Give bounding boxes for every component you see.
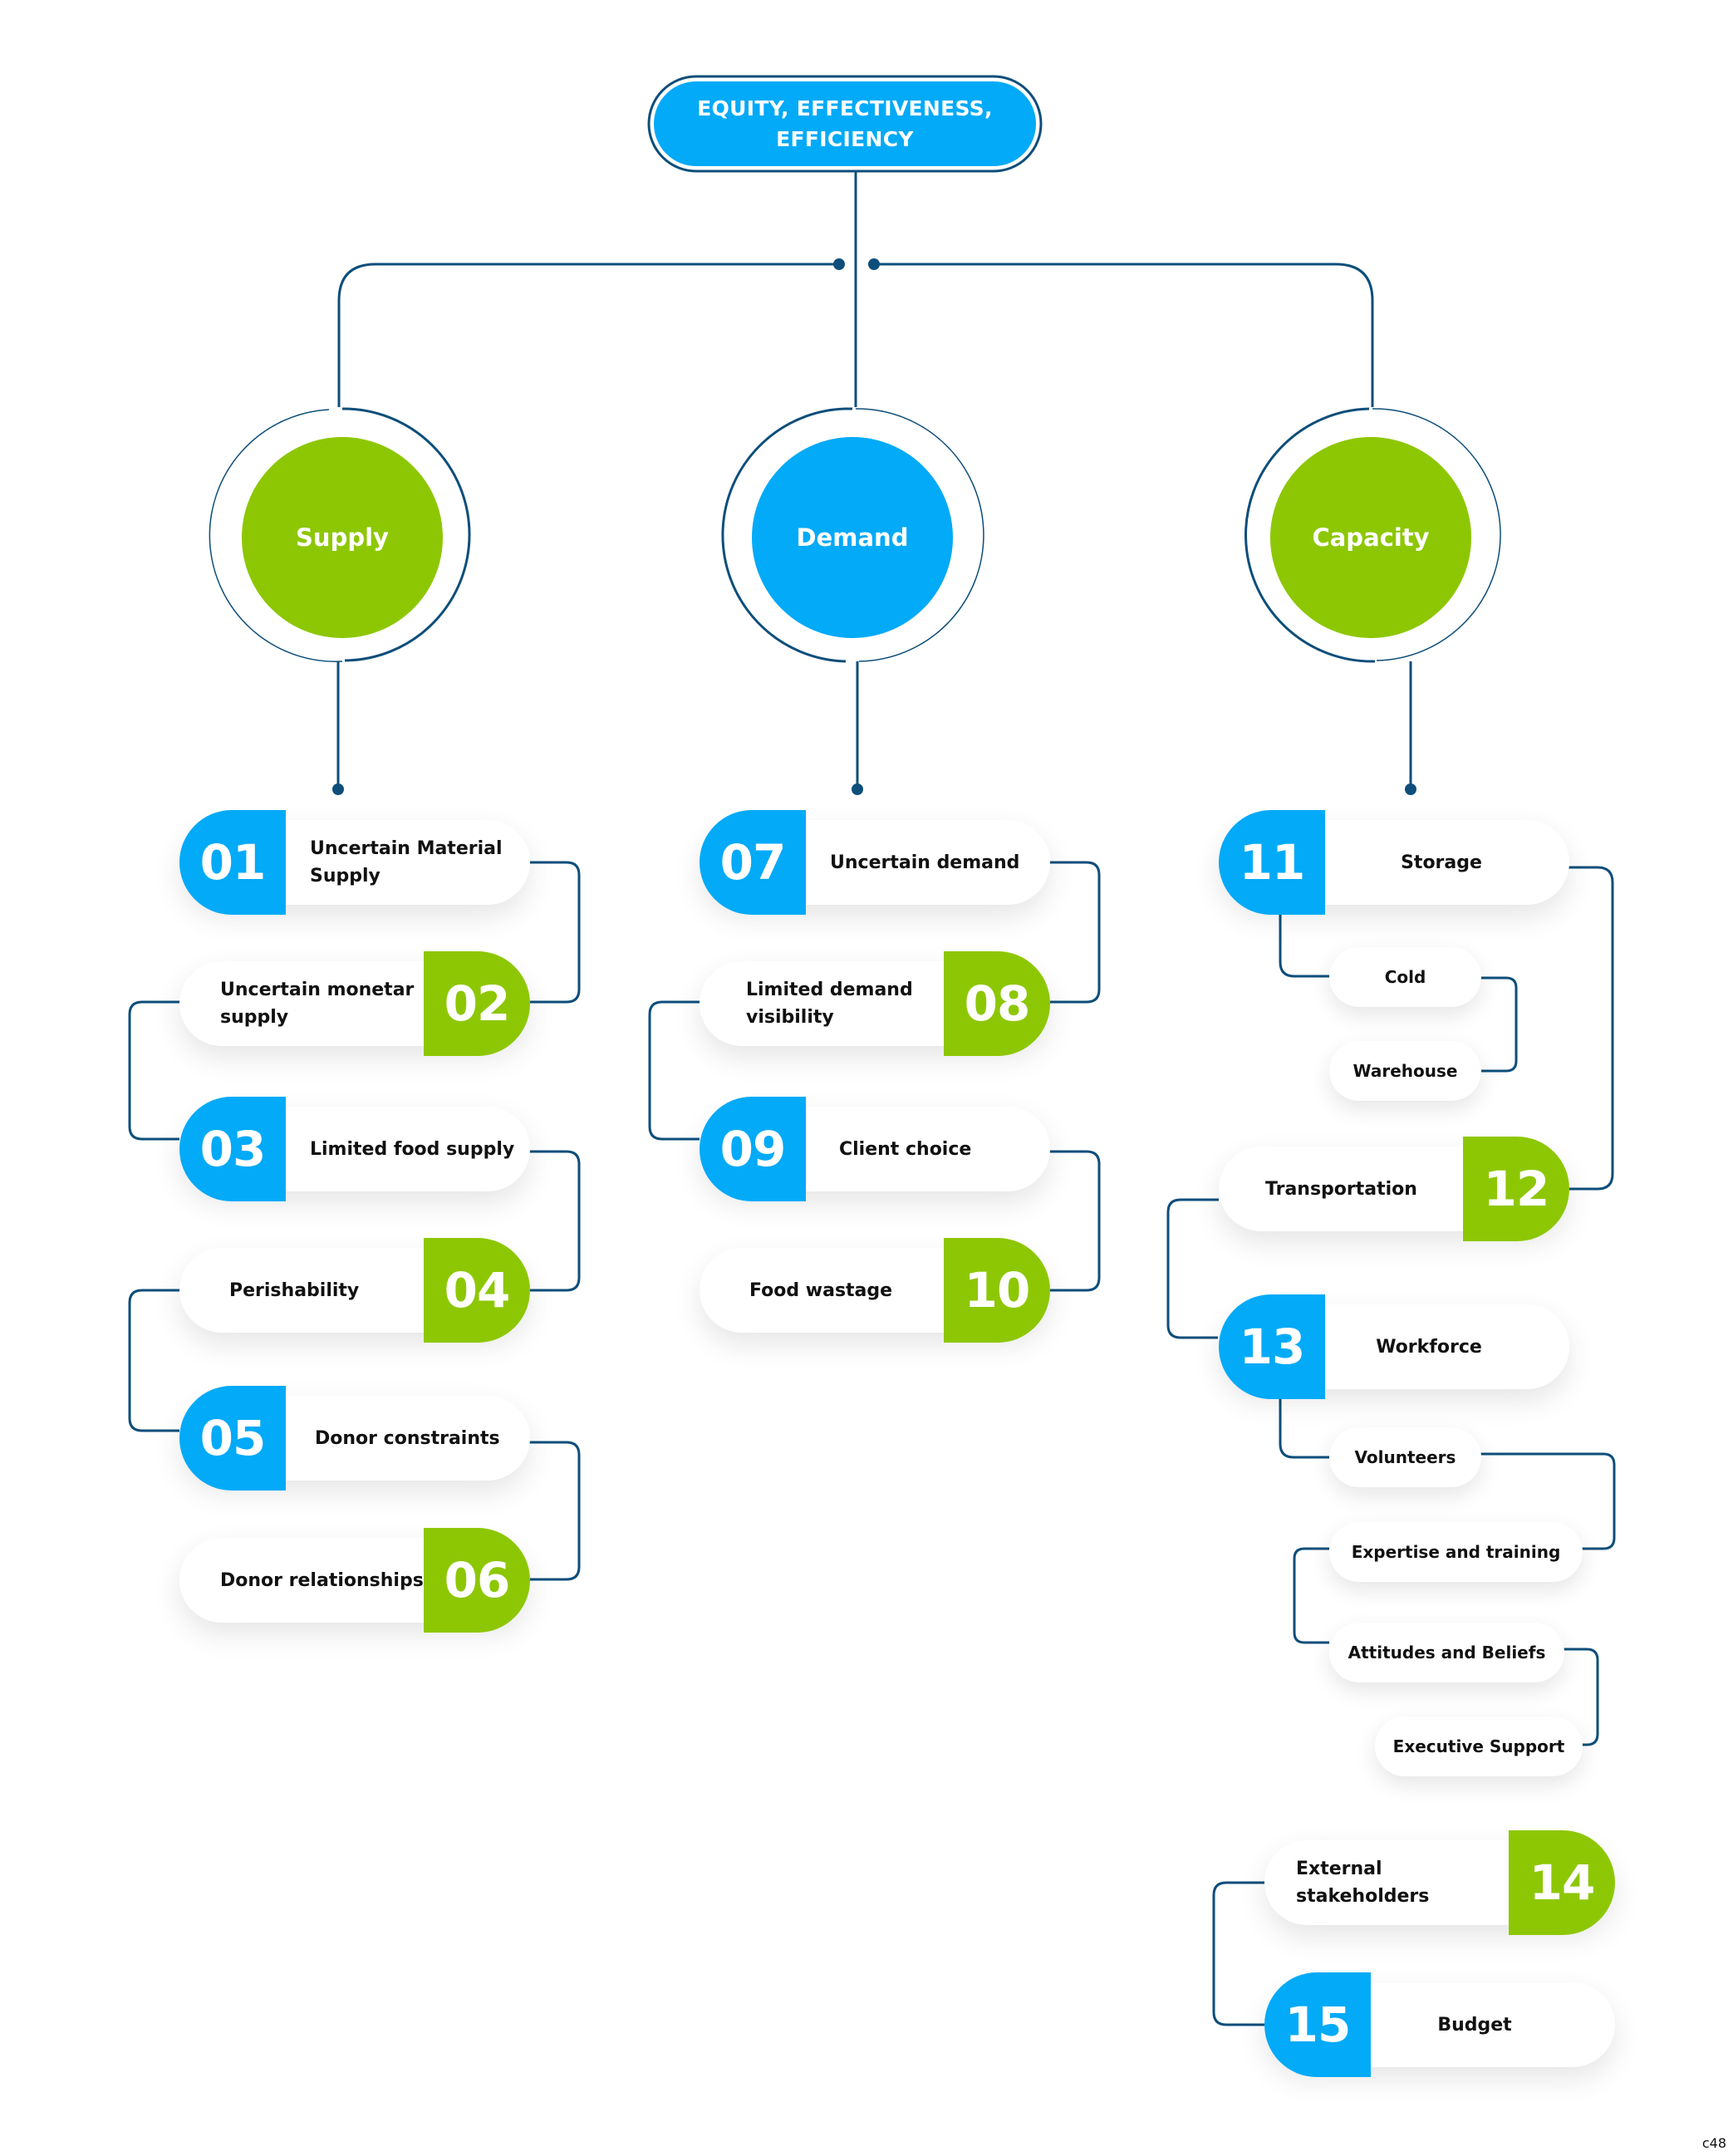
- item-number: 06: [424, 1528, 530, 1633]
- item-label: Limited food supply: [310, 1138, 515, 1160]
- item-number: 09: [700, 1097, 806, 1201]
- item-10: Food wastage 10: [700, 1238, 1050, 1343]
- item-number: 01: [179, 810, 286, 915]
- item-label: Donor relationships: [220, 1569, 424, 1591]
- item-number: 13: [1219, 1294, 1325, 1399]
- item-label: Storage: [1401, 852, 1482, 873]
- item-label: Uncertain Material Supply: [310, 838, 503, 886]
- item-number: 08: [944, 951, 1050, 1056]
- item-13: 13 Workforce: [1219, 1294, 1569, 1399]
- item-label: Transportation: [1265, 1178, 1417, 1200]
- item-07: 07 Uncertain demand: [700, 810, 1050, 915]
- item-label: Food wastage: [749, 1279, 893, 1301]
- item-label: Donor constraints: [315, 1427, 500, 1449]
- item-15: 15 Budget: [1264, 1972, 1615, 2077]
- item-03: 03 Limited food supply: [179, 1097, 530, 1201]
- item-number: 12: [1463, 1137, 1569, 1241]
- subitem-warehouse: Warehouse: [1329, 1041, 1481, 1101]
- item-01: 01 Uncertain Material Supply: [179, 810, 530, 915]
- item-number: 03: [179, 1097, 286, 1201]
- item-08: Limited demand visibility 08: [700, 951, 1050, 1056]
- item-label: Client choice: [839, 1138, 972, 1160]
- subitem-volunteers: Volunteers: [1329, 1427, 1481, 1487]
- item-label: Workforce: [1376, 1336, 1482, 1358]
- item-number: 11: [1219, 810, 1325, 915]
- item-number: 14: [1509, 1830, 1615, 1935]
- demand-circle: Demand: [752, 437, 953, 638]
- item-number: 04: [424, 1238, 530, 1343]
- item-number: 10: [944, 1238, 1050, 1343]
- item-04: Perishability 04: [179, 1238, 530, 1343]
- item-number: 02: [424, 951, 530, 1056]
- item-05: 05 Donor constraints: [179, 1386, 530, 1491]
- supply-circle: Supply: [242, 437, 443, 638]
- item-06: Donor relationships 06: [179, 1528, 530, 1633]
- item-label: Uncertain monetar supply: [220, 980, 415, 1028]
- subitem-executive-support: Executive Support: [1375, 1716, 1583, 1776]
- item-number: 05: [179, 1386, 286, 1491]
- item-label: Uncertain demand: [830, 852, 1020, 873]
- subitem-cold: Cold: [1329, 947, 1481, 1007]
- item-12: Transportation 12: [1219, 1137, 1569, 1241]
- item-label: Limited demand visibility: [746, 980, 913, 1028]
- item-label: External stakeholders: [1296, 1859, 1430, 1907]
- item-label: Budget: [1437, 2014, 1512, 2036]
- corner-code: c48: [1701, 2135, 1726, 2151]
- subitem-expertise-training: Expertise and training: [1329, 1522, 1583, 1582]
- capacity-circle: Capacity: [1270, 437, 1471, 638]
- item-number: 15: [1264, 1972, 1371, 2077]
- item-14: External stakeholders 14: [1264, 1830, 1615, 1935]
- item-11: 11 Storage: [1219, 810, 1569, 915]
- item-label: Perishability: [229, 1279, 360, 1301]
- goal-title: EQUITY, EFFECTIVENESS, EFFICIENCY: [654, 81, 1036, 166]
- subitem-attitudes-beliefs: Attitudes and Beliefs: [1329, 1623, 1564, 1682]
- item-09: 09 Client choice: [700, 1097, 1050, 1201]
- item-02: Uncertain monetar supply 02: [179, 951, 530, 1056]
- item-number: 07: [700, 810, 806, 915]
